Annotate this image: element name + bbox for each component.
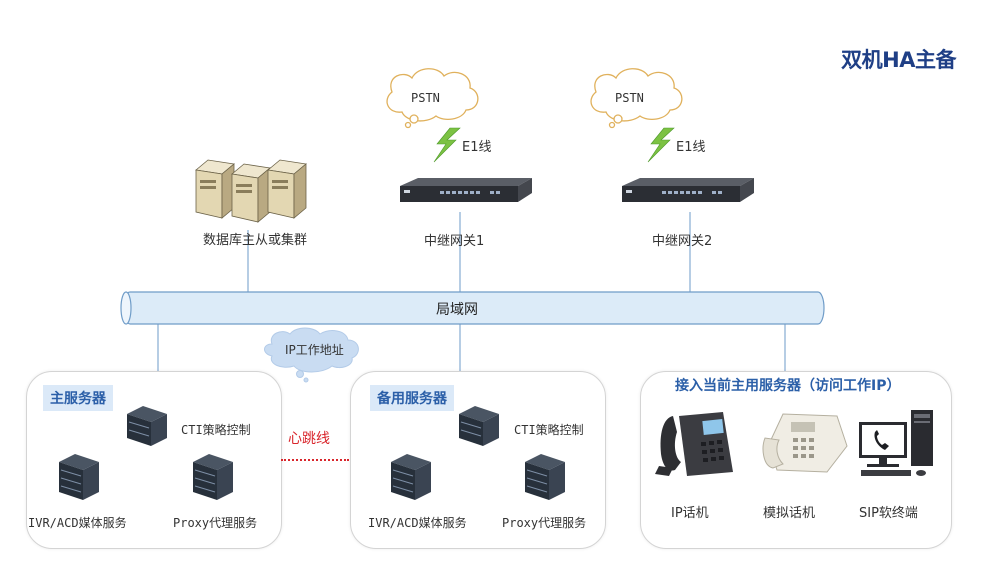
proxy-server-icon	[193, 454, 233, 500]
primary-cti-label: CTI策略控制	[181, 423, 251, 437]
pstn-cloud-right	[590, 68, 683, 129]
ip-work-address-label: IP工作地址	[285, 343, 344, 357]
pstn-label-right: PSTN	[615, 91, 644, 105]
e1-label-right: E1线	[676, 140, 706, 155]
database-servers-icon	[195, 159, 307, 223]
sip-softphone-icon	[859, 410, 933, 476]
backup-server-panel: 备用服务器 CTI策略控制 IVR/ACD媒体服务 Proxy代理服务	[350, 371, 606, 549]
cti-server-icon	[127, 406, 167, 446]
primary-ivr-label: IVR/ACD媒体服务	[28, 516, 127, 530]
client-panel: 接入当前主用服务器（访问工作IP）	[640, 371, 952, 549]
connector-lines	[157, 212, 786, 372]
lan-label: 局域网	[436, 302, 478, 318]
heartbeat-line	[281, 459, 349, 461]
e1-label-left: E1线	[462, 140, 492, 155]
gateway-icon-1	[400, 178, 532, 202]
lightning-icon-left	[433, 127, 461, 163]
diagram-title: 双机HA主备	[841, 48, 956, 72]
lan-tube	[120, 291, 825, 325]
ivr-server-icon	[59, 454, 99, 500]
client-device-icons	[655, 410, 933, 476]
lightning-icon-right	[647, 127, 675, 163]
primary-server-icons	[59, 406, 233, 500]
primary-proxy-label: Proxy代理服务	[173, 516, 258, 530]
ip-phone-label: IP话机	[671, 506, 709, 521]
client-panel-title: 接入当前主用服务器（访问工作IP）	[675, 378, 901, 394]
backup-panel-title: 备用服务器	[370, 385, 454, 411]
backup-ivr-label: IVR/ACD媒体服务	[368, 516, 467, 530]
analog-phone-label: 模拟话机	[763, 506, 816, 521]
pstn-cloud-left	[386, 68, 479, 129]
gateway1-label: 中继网关1	[424, 234, 485, 249]
heartbeat-label: 心跳线	[288, 431, 330, 447]
proxy-server-icon	[525, 454, 565, 500]
database-label: 数据库主从或集群	[203, 233, 308, 248]
gateway-icon-2	[622, 178, 754, 202]
ivr-server-icon	[391, 454, 431, 500]
backup-cti-label: CTI策略控制	[514, 423, 584, 437]
ip-address-cloud	[264, 327, 359, 383]
analog-phone-icon	[762, 413, 848, 473]
cti-server-icon	[459, 406, 499, 446]
primary-server-panel: 主服务器 CTI策略控制 IVR/ACD媒体服务 Proxy代理服务	[26, 371, 282, 549]
primary-panel-title: 主服务器	[43, 385, 113, 411]
sip-softphone-label: SIP软终端	[859, 506, 918, 521]
backup-proxy-label: Proxy代理服务	[502, 516, 587, 530]
backup-server-icons	[391, 406, 565, 500]
pstn-label-left: PSTN	[411, 91, 440, 105]
ip-phone-icon	[655, 412, 733, 476]
gateway2-label: 中继网关2	[652, 234, 713, 249]
